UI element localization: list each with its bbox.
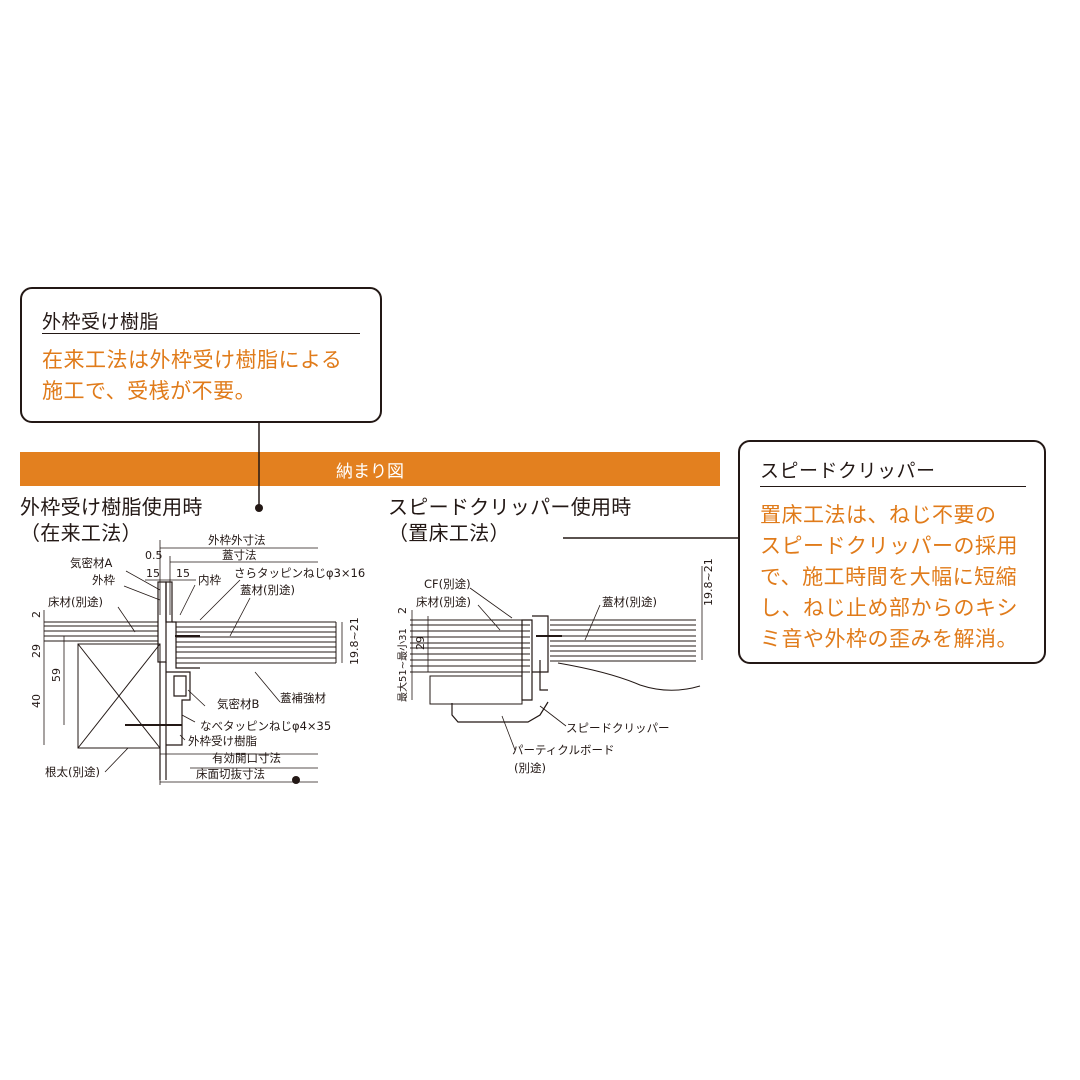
- dimension-lines-right: [411, 566, 703, 700]
- right-heading: スピードクリッパー使用時 （置床工法）: [388, 495, 632, 545]
- inner-frame-left: [172, 621, 200, 669]
- label-lid-material: 蓋材(別途): [240, 583, 295, 597]
- label-separate: (別途): [514, 761, 546, 775]
- label-dim-19-8: 19.8~21: [348, 617, 361, 665]
- label-floor-material: 床材(別途): [416, 595, 471, 609]
- label-cf: CF(別途): [424, 577, 471, 591]
- label-dim-59: 59: [50, 668, 63, 682]
- lid-material-right: [550, 619, 696, 662]
- label-joist: 根太(別途): [45, 765, 100, 779]
- floor-material-left: [44, 621, 158, 642]
- label-particle-board: パーティクルボード: [512, 743, 614, 757]
- label-outer-frame: 外枠: [92, 573, 115, 587]
- section-band-label: 納まり図: [336, 462, 404, 482]
- callout-outer-frame-resin: 外枠受け樹脂 在来工法は外枠受け樹脂による 施工で、受桟が不要。: [20, 287, 382, 423]
- label-floor-cutout: 床面切抜寸法: [196, 767, 265, 781]
- label-airtight-a: 気密材A: [70, 556, 112, 570]
- speed-clipper-shape: [451, 701, 549, 723]
- label-dim-0-5: 0.5: [145, 549, 163, 562]
- connector-dot: [292, 776, 300, 784]
- callout-rule: [760, 486, 1026, 487]
- leader-lines-right: [469, 587, 601, 751]
- label-dim-2: 2: [30, 611, 43, 618]
- label-dim-15b: 15: [176, 567, 190, 580]
- joist-left: [77, 643, 161, 749]
- label-pan-screw: なべタッピンねじφ4×35: [200, 719, 331, 733]
- label-inner-frame: 内枠: [198, 573, 221, 587]
- lid-material-left: [176, 621, 337, 664]
- outer-frame-right: [521, 615, 549, 701]
- label-lid-material: 蓋材(別途): [602, 595, 657, 609]
- label-countersunk-screw: さらタッピンねじφ3×16: [234, 566, 365, 580]
- lid-curve-right: [557, 662, 701, 691]
- label-dim-40: 40: [30, 694, 43, 708]
- label-dim-15a: 15: [146, 567, 160, 580]
- label-frame-resin: 外枠受け樹脂: [188, 734, 257, 748]
- callout-speed-clipper: スピードクリッパー 置床工法は、ねじ不要の スピードクリッパーの採用 で、施工時…: [738, 440, 1046, 664]
- label-lid-dimension: 蓋寸法: [222, 548, 257, 562]
- callout-body: 置床工法は、ねじ不要の スピードクリッパーの採用 で、施工時間を大幅に短縮 し、…: [760, 503, 1018, 651]
- connector-dot: [255, 504, 263, 512]
- label-dim-range: 最大51~最小31: [396, 628, 409, 702]
- label-outer-frame-dimension: 外枠外寸法: [208, 533, 266, 547]
- outer-frame-left: [157, 581, 191, 780]
- label-dim-29: 29: [414, 636, 427, 650]
- label-dim-29: 29: [30, 644, 43, 658]
- screw-left: [125, 635, 200, 726]
- label-lid-reinforcement: 蓋補強材: [280, 691, 326, 705]
- label-floor-material: 床材(別途): [48, 595, 103, 609]
- callout-title: 外枠受け樹脂: [42, 311, 160, 333]
- leader-lines-left: [104, 570, 281, 773]
- callout-body: 在来工法は外枠受け樹脂による 施工で、受桟が不要。: [42, 348, 343, 403]
- left-heading: 外枠受け樹脂使用時 （在来工法）: [20, 495, 203, 545]
- dimension-lines-left: [43, 540, 343, 785]
- label-dim-19-8: 19.8~21: [702, 558, 715, 606]
- callout-rule: [42, 333, 360, 334]
- floor-material-right: [410, 619, 530, 673]
- callout-title: スピードクリッパー: [760, 460, 936, 482]
- label-speed-clipper: スピードクリッパー: [566, 721, 670, 735]
- label-airtight-b: 気密材B: [217, 697, 259, 711]
- label-dim-2: 2: [396, 607, 409, 614]
- section-band: 納まり図: [20, 452, 720, 486]
- label-effective-opening: 有効開口寸法: [212, 751, 281, 765]
- particle-board-right: [429, 675, 523, 705]
